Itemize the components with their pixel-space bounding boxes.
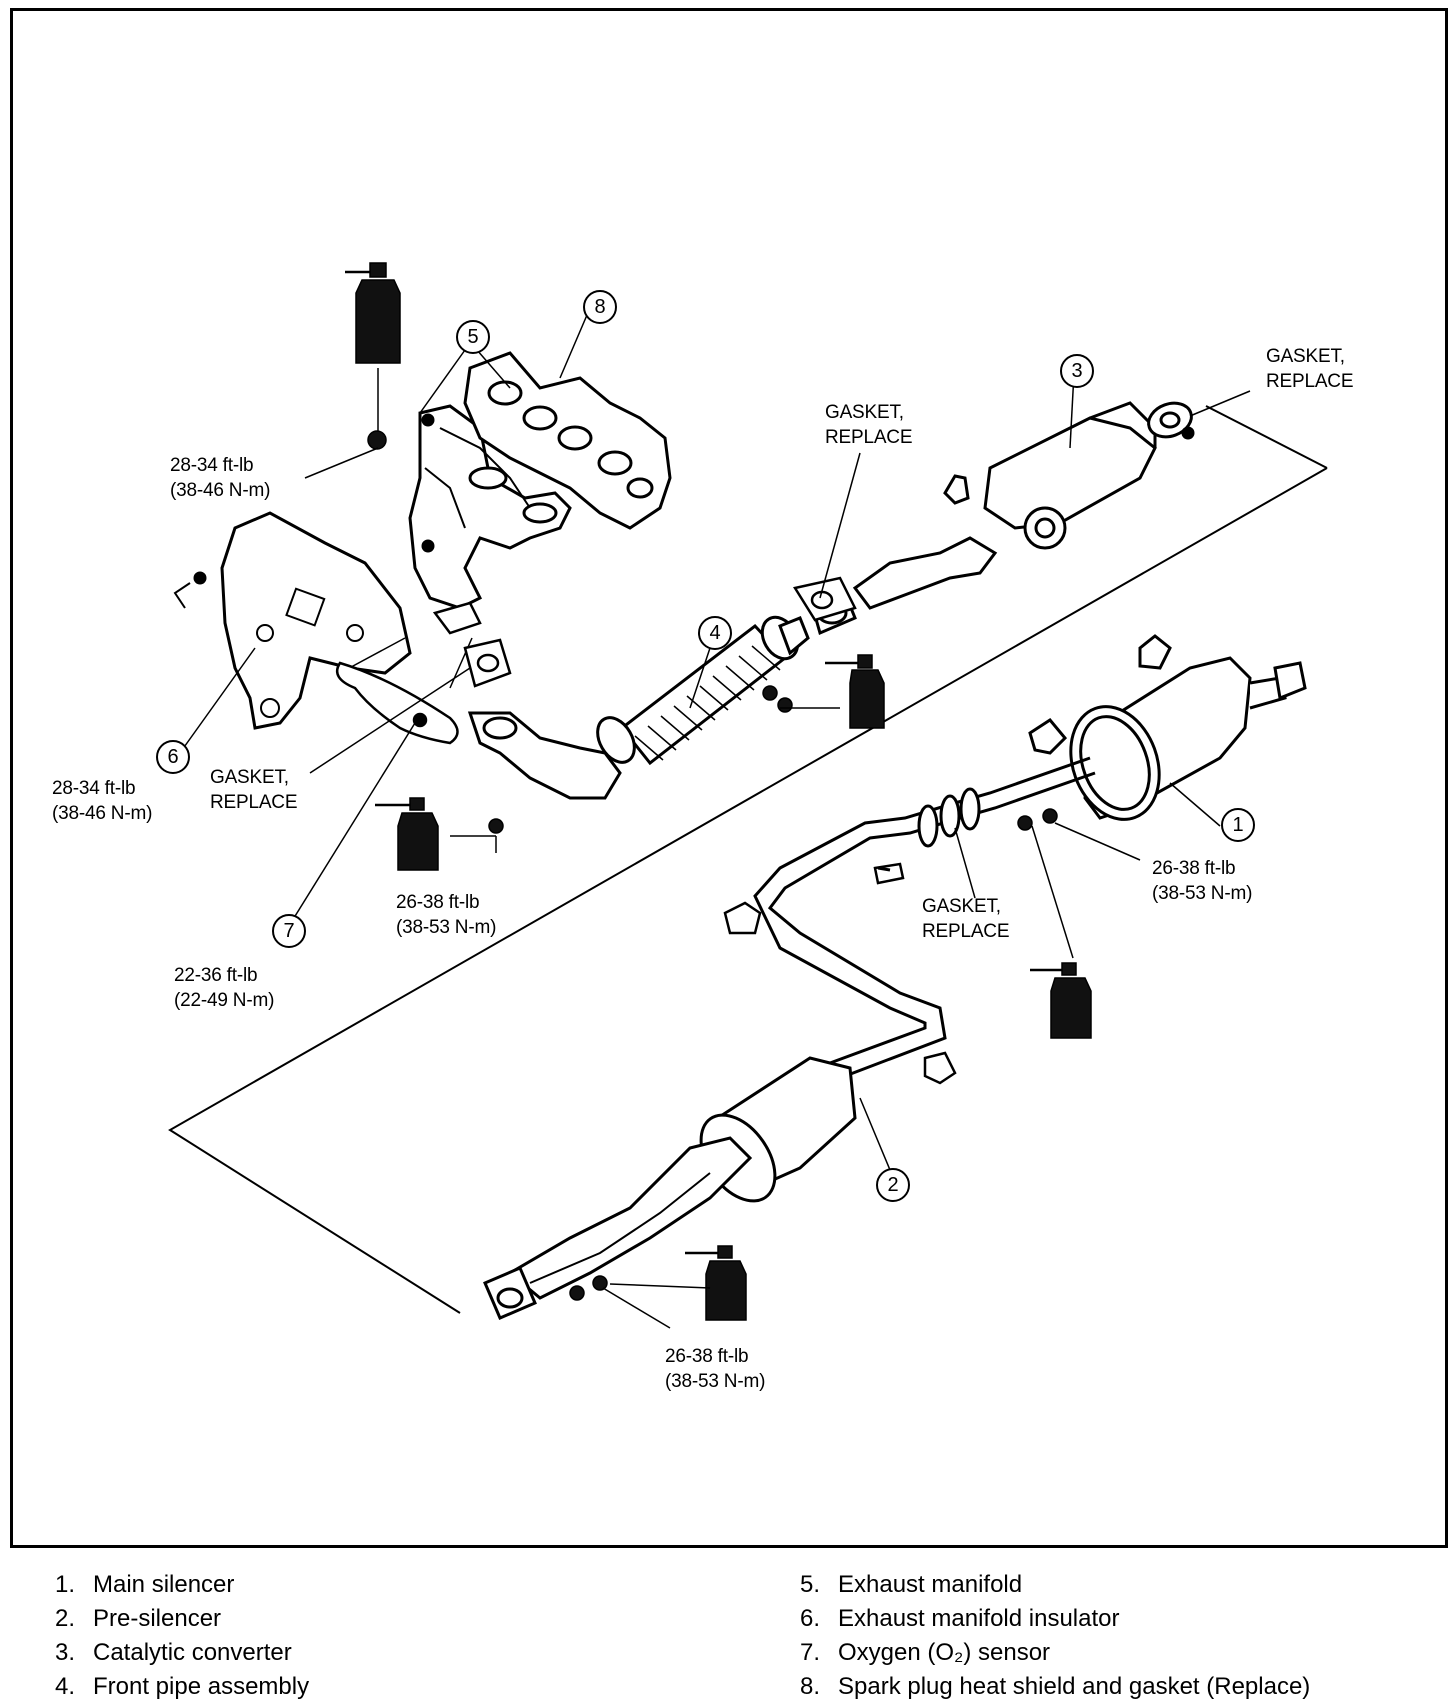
exhaust-manifold-insulator	[173, 511, 412, 730]
spark-plug-heat-shield	[463, 351, 672, 530]
oxygen-sensor	[335, 661, 459, 745]
legend-item: 8.Spark plug heat shield and gasket (Rep…	[800, 1673, 1311, 1700]
exhaust-manifold	[408, 404, 572, 610]
gasket-label-manifold: GASKET,REPLACE	[210, 767, 298, 813]
bottle-front-pipe	[825, 654, 885, 729]
legend-item: 7.Oxygen (O₂) sensor	[800, 1639, 1051, 1666]
exhaust-diagram-svg	[10, 8, 1448, 1548]
legend-right: 5.Exhaust manifold 6.Exhaust manifold in…	[800, 1568, 1310, 1704]
callout-4: 4	[698, 616, 732, 650]
gasket-label-main-silencer: GASKET,REPLACE	[922, 896, 1010, 942]
legend-item: 1.Main silencer	[55, 1571, 235, 1598]
legend-item: 5.Exhaust manifold	[800, 1571, 1023, 1598]
bottle-top-left	[345, 262, 401, 433]
intermediate-pipe	[753, 756, 1096, 1080]
torque-label-manifold-upper: 28-34 ft-lb(38-46 N-m)	[170, 455, 271, 501]
callout-3: 3	[1060, 354, 1094, 388]
gasket-label-catalytic-inlet: GASKET,REPLACE	[825, 402, 913, 448]
manifold-gaskets	[432, 601, 512, 688]
legend-item: 4.Front pipe assembly	[55, 1673, 310, 1700]
main-silencer	[1028, 634, 1307, 821]
callout-1: 1	[1221, 808, 1255, 842]
callout-2: 2	[876, 1168, 910, 1202]
callout-5: 5	[456, 320, 490, 354]
sealant-bottle-icons	[345, 262, 1092, 1321]
bottle-main-silencer	[1030, 962, 1092, 1039]
bottle-manifold-lower	[375, 797, 439, 871]
torque-label-insulator: 28-34 ft-lb(38-46 N-m)	[52, 778, 153, 824]
callout-7: 7	[272, 914, 306, 948]
ground-plane-edge	[1205, 405, 1328, 469]
legend-item: 6.Exhaust manifold insulator	[800, 1605, 1120, 1632]
bottle-pre-silencer	[685, 1245, 747, 1321]
legend-item: 3.Catalytic converter	[55, 1639, 292, 1666]
leader-lines	[181, 307, 1251, 1329]
callout-8: 8	[583, 290, 617, 324]
legend-left: 1.Main silencer 2.Pre-silencer 3.Catalyt…	[55, 1568, 309, 1704]
ground-plane-outline	[168, 467, 1328, 1314]
pre-silencer	[483, 1056, 857, 1320]
gasket-label-catalytic-outlet: GASKET,REPLACE	[1266, 346, 1354, 392]
torque-label-pre-silencer: 26-38 ft-lb(38-53 N-m)	[665, 1346, 766, 1392]
hangers	[723, 862, 957, 1085]
torque-label-front-pipe-lower: 26-38 ft-lb(38-53 N-m)	[396, 892, 497, 938]
legend-item: 2.Pre-silencer	[55, 1605, 222, 1632]
frame-border	[10, 8, 1448, 1548]
exhaust-diagram-frame: 1 2 3 4 5 6 7 8 28-34 ft-lb(38-46 N-m) 2…	[10, 8, 1448, 1548]
callout-6: 6	[156, 740, 190, 774]
front-pipe-assembly	[467, 615, 810, 800]
torque-label-oxygen-sensor: 22-36 ft-lb(22-49 N-m)	[174, 965, 275, 1011]
torque-label-main-silencer: 26-38 ft-lb(38-53 N-m)	[1152, 858, 1253, 904]
